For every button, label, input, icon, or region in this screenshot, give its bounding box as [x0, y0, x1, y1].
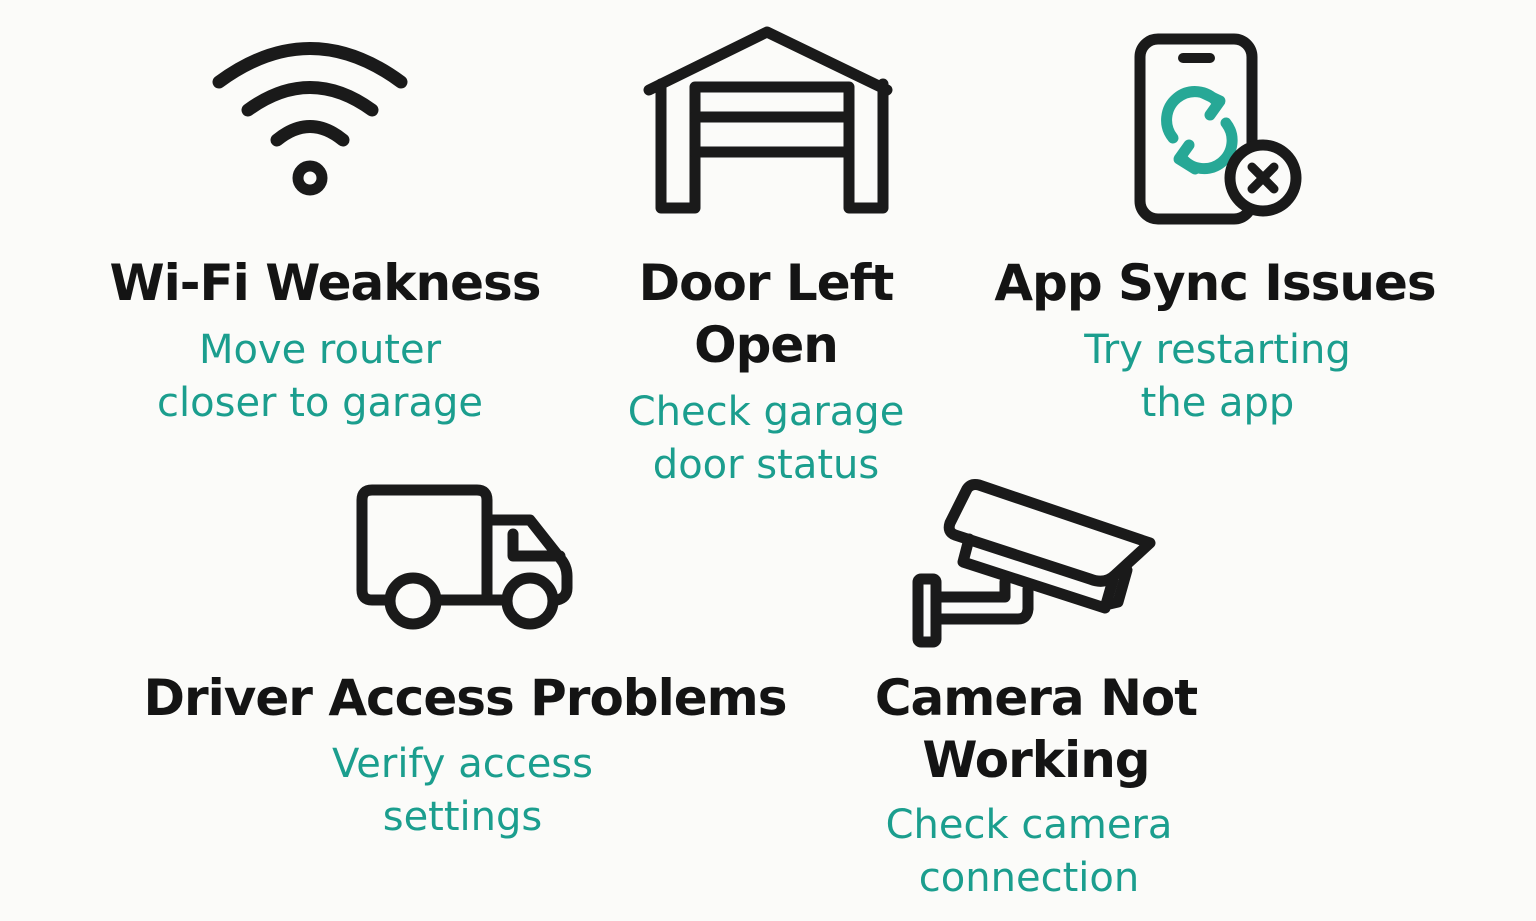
delivery-truck-icon	[350, 480, 580, 635]
camera-title-line1: Camera Not	[874, 669, 1198, 727]
wifi-icon	[205, 35, 415, 200]
camera-subtitle-line1: Check camera	[885, 802, 1173, 848]
wifi-title: Wi-Fi Weakness	[109, 254, 541, 312]
driver-access-subtitle-line1: Verify access	[332, 741, 593, 787]
app-sync-subtitle-line2: the app	[1140, 380, 1295, 426]
wifi-subtitle-line2: closer to garage	[157, 380, 483, 426]
garage-subtitle-line2: door status	[652, 442, 880, 488]
phone-sync-error-icon	[1125, 30, 1315, 230]
camera-subtitle-line2: connection	[918, 855, 1140, 901]
camera-title-line2: Working	[922, 731, 1150, 789]
driver-access-title: Driver Access Problems	[143, 669, 787, 727]
wifi-subtitle-line1: Move router	[198, 327, 442, 373]
garage-subtitle-line1: Check garage	[627, 389, 905, 435]
garage-title-line1: Door Left	[638, 254, 895, 312]
garage-icon	[640, 25, 900, 215]
security-camera-icon	[905, 475, 1165, 655]
garage-title-line2: Open	[694, 316, 839, 374]
app-sync-subtitle-line1: Try restarting	[1084, 327, 1351, 373]
app-sync-title: App Sync Issues	[994, 254, 1436, 312]
driver-access-subtitle-line2: settings	[382, 794, 543, 840]
